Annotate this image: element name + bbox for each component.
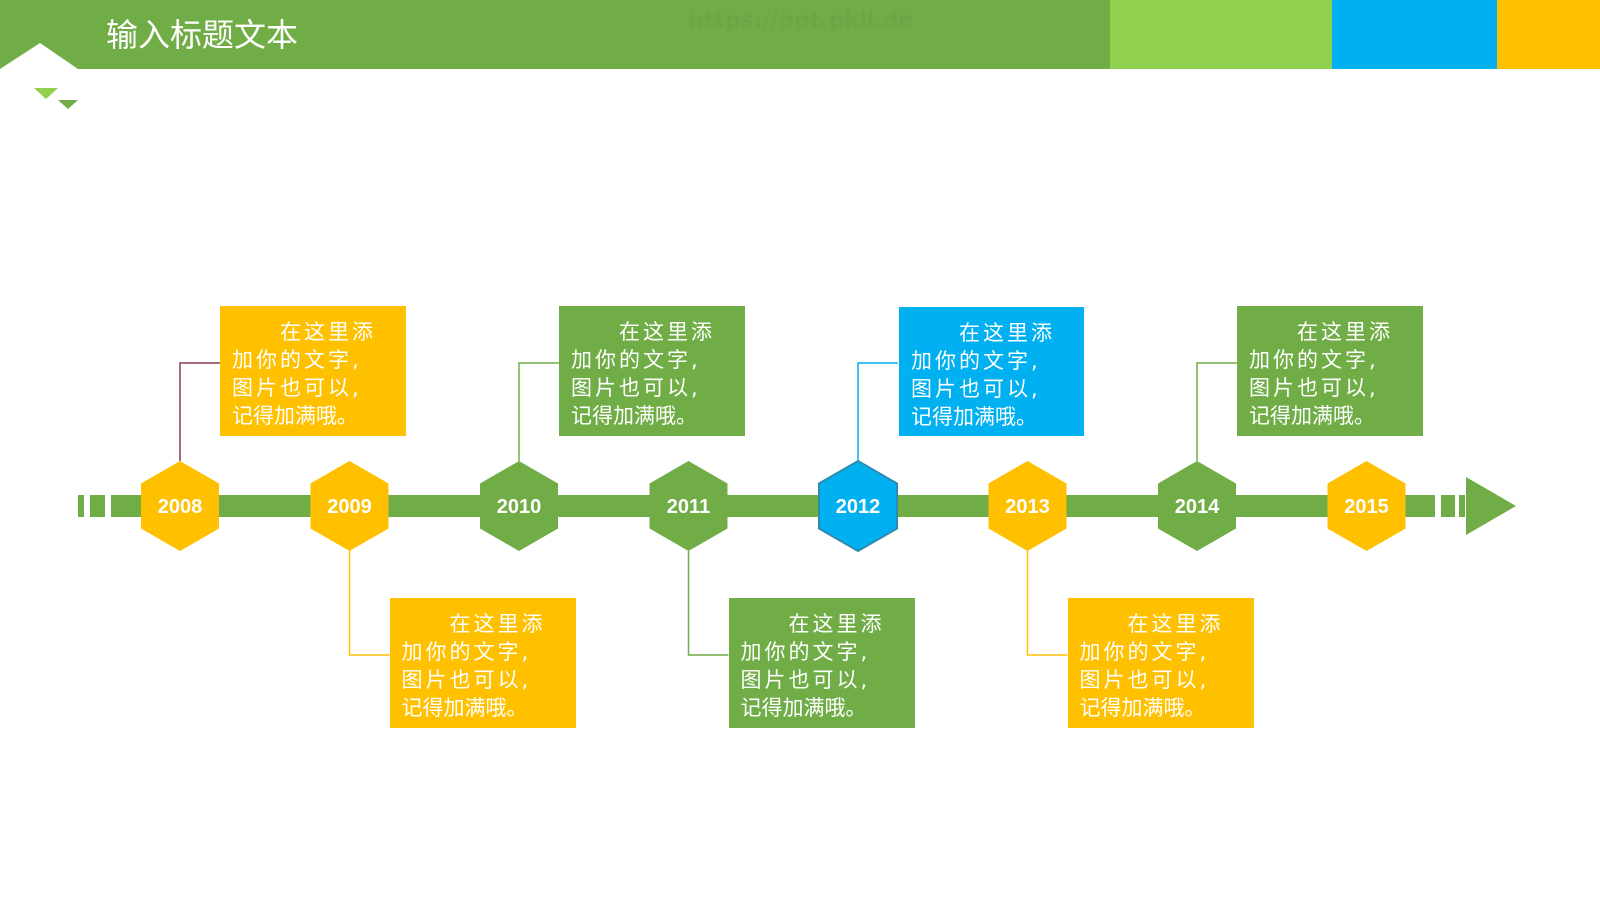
text-box-line: 加你的文字, [1249,348,1379,372]
text-box-line: 图片也可以, [1249,376,1379,400]
text-box-line: 记得加满哦。 [911,405,1037,429]
text-box-line: 记得加满哦。 [1079,696,1206,720]
connector-2010 [518,362,559,461]
connector-2014 [1196,362,1237,461]
text-box-line: 加你的文字, [571,348,701,372]
hexagon-2015 [1327,461,1406,551]
corner-triangle-small-left [34,88,58,99]
year-node-2012: 2012 [818,459,898,553]
header-block-blue [1332,0,1497,69]
text-box-2008: 在这里添加你的文字, 图片也可以, 记得加满哦。 [220,306,406,436]
text-box-line: 在这里添 [788,612,885,636]
timeline-dash-2 [90,495,105,517]
corner-triangle-small-right [58,100,78,109]
text-box-line: 在这里添 [619,320,715,344]
text-box-2010: 在这里添加你的文字, 图片也可以, 记得加满哦。 [559,306,745,436]
text-box-line: 记得加满哦。 [401,696,528,720]
text-box-line: 图片也可以, [571,376,701,400]
header-block-orange [1497,0,1600,69]
text-box-line: 记得加满哦。 [571,404,697,428]
text-box-line: 在这里添 [1297,320,1393,344]
header-block-light-green [1110,0,1332,69]
year-label-2010: 2010 [497,496,542,518]
text-box-line: 图片也可以, [1079,668,1210,692]
text-box-2012: 在这里添加你的文字, 图片也可以, 记得加满哦。 [898,306,1084,436]
text-box-line: 加你的文字, [1079,640,1210,664]
timeline-bar [137,495,1409,517]
text-box-2011: 在这里添加你的文字, 图片也可以, 记得加满哦。 [728,598,915,728]
text-box-line: 在这里添 [449,612,546,636]
year-node-2010: 2010 [480,461,558,551]
hexagon-2011 [649,461,728,551]
hexagon-2010 [480,461,558,551]
text-box-2009: 在这里添加你的文字, 图片也可以, 记得加满哦。 [389,598,576,728]
hexagon-2012 [818,459,898,553]
year-label-2011: 2011 [667,496,710,518]
year-label-2009: 2009 [327,496,372,518]
year-label-2014: 2014 [1175,496,1220,518]
connector-2012 [857,362,898,461]
text-box-2013: 在这里添加你的文字, 图片也可以, 记得加满哦。 [1067,598,1254,728]
timeline-end-dash-1 [1409,495,1435,517]
text-box-line: 记得加满哦。 [232,404,358,428]
hexagon-2008 [141,461,219,551]
text-box-line: 图片也可以, [740,668,871,692]
timeline-end-dash-3 [1459,495,1465,517]
year-node-2015: 2015 [1327,461,1406,551]
year-label-2008: 2008 [158,496,203,518]
connector-2011 [687,551,729,656]
timeline-end-dash-2 [1441,495,1455,517]
text-box-line: 图片也可以, [911,377,1041,401]
connector-lines [179,362,1237,656]
connector-2013 [1026,551,1068,656]
year-label-2015: 2015 [1344,496,1389,518]
year-hexagons: 2008 2009 2010 2011 2012 2013 2014 2015 [141,459,1406,553]
text-box-line: 记得加满哦。 [740,696,867,720]
corner-notch [0,43,78,69]
year-node-2008: 2008 [141,461,219,551]
header-bar [0,0,1110,69]
year-node-2011: 2011 [649,461,728,551]
watermark: https://ppt.pkll.de [688,8,914,33]
text-box-line: 记得加满哦。 [1249,404,1375,428]
hexagon-2013 [988,461,1067,551]
corner-decoration [0,43,78,109]
timeline-arrowhead [1466,477,1516,535]
page-title: 输入标题文本 [106,16,299,54]
year-node-2009: 2009 [310,461,389,551]
text-box-line: 加你的文字, [401,640,532,664]
timeline-dash-1 [78,495,84,517]
hexagon-2014 [1158,461,1236,551]
connector-2009 [348,551,390,656]
text-box-2014: 在这里添加你的文字, 图片也可以, 记得加满哦。 [1237,306,1423,436]
text-box-line: 在这里添 [959,321,1055,345]
year-label-2012: 2012 [836,496,881,518]
hexagon-2009 [310,461,389,551]
text-box-line: 加你的文字, [232,348,362,372]
text-box-line: 图片也可以, [401,668,532,692]
year-label-2013: 2013 [1005,496,1050,518]
text-box-line: 在这里添 [1127,612,1224,636]
text-box-line: 加你的文字, [740,640,871,664]
text-box-line: 在这里添 [280,320,376,344]
year-node-2014: 2014 [1158,461,1236,551]
connector-2008 [179,362,220,461]
text-box-line: 图片也可以, [232,376,362,400]
year-node-2013: 2013 [988,461,1067,551]
text-box-line: 加你的文字, [911,349,1041,373]
timeline-dash-3 [111,495,137,517]
